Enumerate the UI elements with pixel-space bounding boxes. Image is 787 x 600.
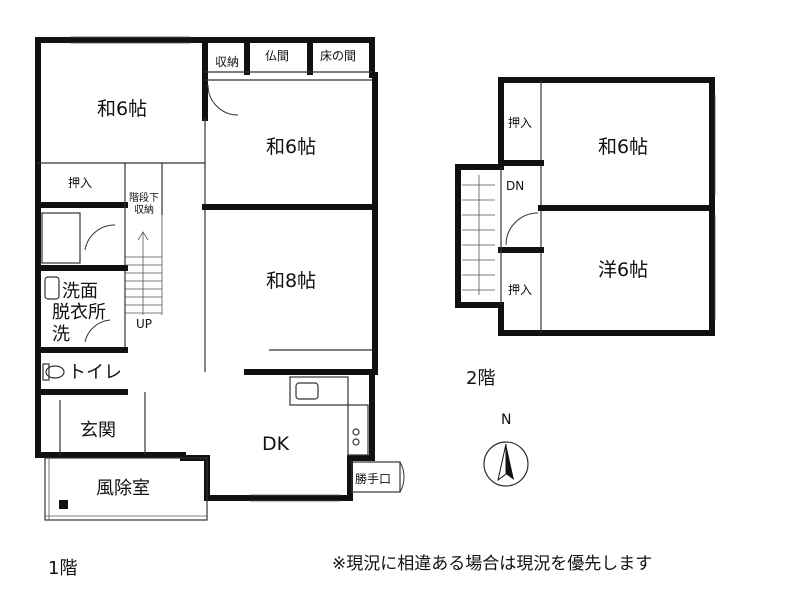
toilet-tank (42, 363, 50, 381)
compass-ring (483, 441, 529, 487)
compass (483, 441, 529, 487)
compass-north-label: N (501, 412, 512, 428)
room-sen-label: 洗 (52, 324, 70, 345)
floor1-caption: 1階 (48, 558, 78, 579)
room-genkan-label: 玄関 (80, 420, 116, 441)
floor2-caption: 2階 (466, 368, 496, 389)
room-katteguchi-label: 勝手口 (355, 472, 392, 486)
notice-text: ※現況に相違ある場合は現況を優先します (332, 554, 653, 574)
room-dk-label: DK (262, 433, 290, 455)
floor2-plan (455, 77, 716, 336)
room-washitsu-2f-label: 和6帖 (598, 136, 649, 158)
floor1-stairs (125, 215, 163, 315)
door-swing-2 (84, 224, 116, 251)
room-datsui-label: 脱衣所 (52, 302, 106, 323)
room-washitsu-c-label: 和8帖 (266, 270, 317, 292)
room-kaidan-storage-label: 階段下 収納 (127, 193, 161, 216)
fujoshitsu-outline (44, 457, 208, 521)
room-butsuma-label: 仏間 (265, 49, 290, 63)
door-swing-3 (84, 319, 111, 343)
room-toilet-label: トイレ (68, 362, 122, 383)
bathtub (41, 212, 81, 264)
room-youshitsu-label: 洋6帖 (598, 259, 649, 281)
sink (44, 276, 60, 300)
room-fujoshitsu-label: 風除室 (96, 478, 150, 499)
room-oshiire-b-label: 押入 (508, 283, 533, 297)
room-oshiire-a-label: 押入 (508, 116, 533, 130)
room-oshiire-label: 押入 (68, 176, 93, 190)
room-washitsu-b-label: 和6帖 (266, 136, 317, 158)
floor1-outer-wall (35, 37, 378, 501)
stair-up-label: UP (136, 317, 153, 331)
kitchen-sink (295, 382, 319, 400)
room-shuno-label: 収納 (215, 55, 240, 69)
toilet-bowl (45, 365, 65, 379)
door-swing-1 (207, 84, 239, 116)
katteguchi-door-swing (399, 461, 405, 493)
kaidan-line2: 収納 (134, 204, 154, 216)
floor2-door-swing (505, 212, 539, 246)
compass-needle-right (506, 444, 514, 480)
kitchen-counter (289, 376, 349, 406)
stair-dn-label: DN (506, 179, 525, 193)
room-senmen-label: 洗面 (62, 281, 98, 302)
pillar-mark (59, 500, 68, 509)
room-washitsu-a-label: 和6帖 (97, 98, 148, 120)
room-tokonoma-label: 床の間 (320, 49, 357, 63)
stove-area (347, 404, 369, 456)
compass-needle-left (497, 443, 507, 482)
kaidan-line1: 階段下 (129, 193, 159, 204)
floor2-stairs (462, 175, 495, 295)
katteguchi-box (351, 461, 401, 493)
floor1-plan (35, 36, 405, 521)
